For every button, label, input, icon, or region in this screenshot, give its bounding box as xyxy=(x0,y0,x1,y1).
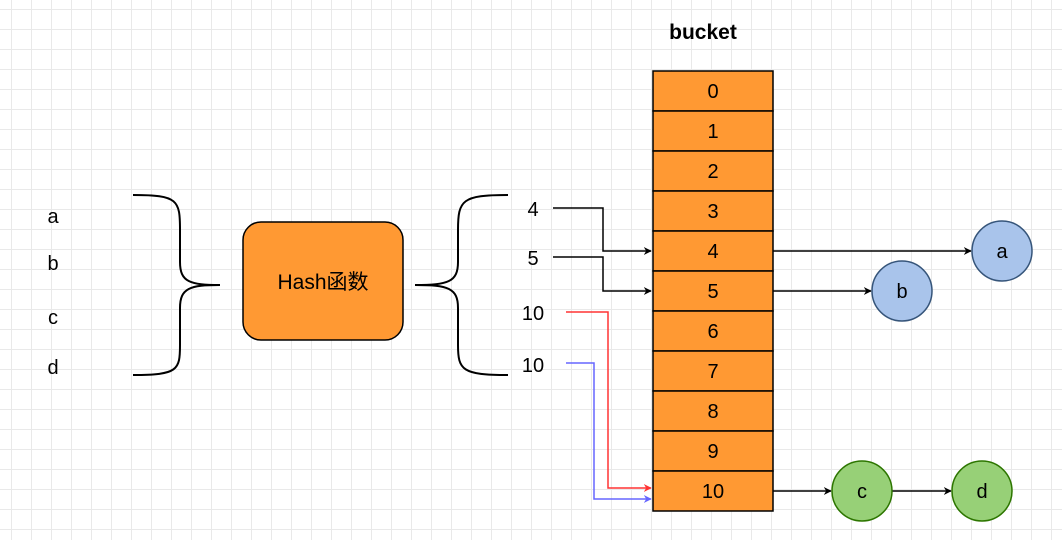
hash-value-a: 4 xyxy=(527,199,538,221)
bucket-index-label: 0 xyxy=(707,81,718,103)
bucket-cell-10 xyxy=(652,470,774,512)
input-key-b: b xyxy=(47,253,58,275)
bucket-cell-2 xyxy=(652,150,774,192)
node-a-circle xyxy=(971,220,1033,282)
bucket-index-label: 2 xyxy=(707,161,718,183)
bucket-index-label: 5 xyxy=(707,281,718,303)
node-b-label: b xyxy=(896,281,907,303)
hash-function-box xyxy=(242,221,404,341)
node-d-circle xyxy=(951,460,1013,522)
arrow-hash-4-to-bucket xyxy=(553,207,652,255)
node-b-circle xyxy=(871,260,933,322)
input-brace xyxy=(132,194,221,376)
bucket-cell-6 xyxy=(652,310,774,352)
node-d-label: d xyxy=(976,481,987,503)
hash-value-b: 5 xyxy=(527,248,538,270)
node-c-circle xyxy=(831,460,893,522)
bucket-index-label: 8 xyxy=(707,401,718,423)
bucket-cell-0 xyxy=(652,70,774,112)
bucket-index-label: 1 xyxy=(707,121,718,143)
hash-value-c: 10 xyxy=(522,303,544,325)
bucket-cell-8 xyxy=(652,390,774,432)
output-brace xyxy=(414,194,509,376)
bucket-cell-1 xyxy=(652,110,774,152)
bucket-index-label: 4 xyxy=(707,241,718,263)
hash-function-label: Hash函数 xyxy=(277,271,368,294)
bucket-cell-7 xyxy=(652,350,774,392)
node-c-label: c xyxy=(857,481,867,503)
arrow-hash-10-red-to-bucket xyxy=(566,311,652,492)
bucket-index-label: 9 xyxy=(707,441,718,463)
node-a-label: a xyxy=(996,241,1008,263)
bucket-index-label: 6 xyxy=(707,321,718,343)
bucket-array: 0 1 2 3 4 5 6 7 8 9 10 xyxy=(652,70,774,512)
input-key-d: d xyxy=(47,357,58,379)
hash-value-d: 10 xyxy=(522,355,544,377)
arrow-hash-10-blue-to-bucket xyxy=(566,362,652,503)
input-key-c: c xyxy=(48,307,58,329)
bucket-index-label: 7 xyxy=(707,361,718,383)
bucket-title: bucket xyxy=(669,21,737,44)
input-key-a: a xyxy=(47,206,59,228)
bucket-index-label: 10 xyxy=(702,481,724,503)
arrow-hash-5-to-bucket xyxy=(553,256,652,295)
bucket-index-label: 3 xyxy=(707,201,718,223)
bucket-cell-9 xyxy=(652,430,774,472)
